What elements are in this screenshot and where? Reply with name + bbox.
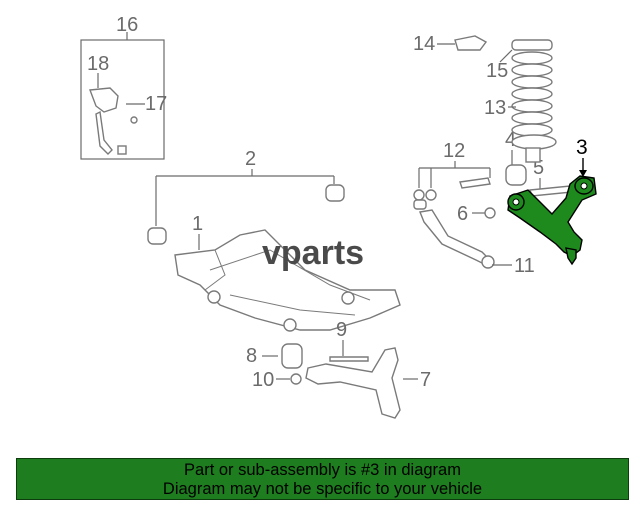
callout-11[interactable]: 11 <box>514 255 535 277</box>
footer-line-2: Diagram may not be specific to your vehi… <box>162 480 483 498</box>
callout-2[interactable]: 2 <box>245 148 256 170</box>
callout-16[interactable]: 16 <box>116 14 138 36</box>
bolt-5 <box>529 185 573 197</box>
bushing-8 <box>281 343 303 369</box>
callout-15[interactable]: 15 <box>486 60 508 82</box>
coil-spring-13 <box>511 39 557 163</box>
callout-1[interactable]: 1 <box>192 213 203 235</box>
bolt-9 <box>329 356 369 362</box>
footer-banner: Part or sub-assembly is #3 in diagram Di… <box>16 458 629 500</box>
bushing-4 <box>505 164 527 186</box>
callout-6[interactable]: 6 <box>457 203 468 225</box>
callout-13[interactable]: 13 <box>484 97 506 119</box>
nut-10 <box>290 373 302 385</box>
callout-4[interactable]: 4 <box>505 129 516 151</box>
bushing-left <box>147 227 167 245</box>
callout-14[interactable]: 14 <box>413 33 435 55</box>
tie-rod-11 <box>419 209 489 265</box>
watermark: vparts <box>262 234 364 272</box>
lower-arm-7 <box>305 347 401 419</box>
callout-10[interactable]: 10 <box>252 369 274 391</box>
nut-6 <box>484 207 496 219</box>
callout-5[interactable]: 5 <box>533 157 544 179</box>
bushing-right <box>325 184 345 202</box>
footer-line-1: Part or sub-assembly is #3 in diagram <box>184 461 461 479</box>
callout-7[interactable]: 7 <box>420 369 431 391</box>
callout-9[interactable]: 9 <box>336 319 347 341</box>
mount-14 <box>454 35 488 51</box>
callout-12[interactable]: 12 <box>443 140 465 162</box>
callout-3[interactable]: 3 <box>576 136 588 159</box>
stabilizer-link-part <box>89 87 119 155</box>
bolt-12 <box>459 177 491 189</box>
callout-18[interactable]: 18 <box>87 53 109 75</box>
callout-8[interactable]: 8 <box>246 345 257 367</box>
upper-control-arm-3[interactable] <box>507 175 597 266</box>
callout-17[interactable]: 17 <box>145 93 167 115</box>
